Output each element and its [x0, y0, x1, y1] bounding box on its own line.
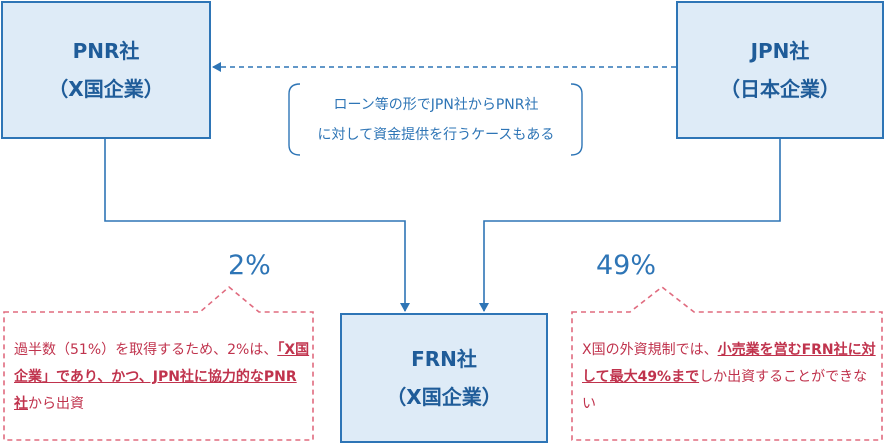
left-callout-text: 過半数（51%）を取得するため、2%は、「X国企業」であり、かつ、JPN社に協力… [14, 337, 310, 418]
jpn-company-box: JPN社 （日本企業） [676, 1, 884, 139]
loan-note-right-bracket [570, 83, 583, 156]
pnr-country: （X国企業） [48, 77, 164, 101]
pnr-to-frn-arrow [104, 139, 410, 312]
left-callout-plain-2: から出資 [28, 396, 84, 412]
left-callout-plain-1: 過半数（51%）を取得するため、2%は、 [14, 342, 278, 358]
pnr-company-box: PNR社 （X国企業） [1, 1, 211, 139]
jpn-to-frn-arrow [479, 139, 781, 312]
right-callout-border [571, 285, 883, 441]
frn-country: （X国企業） [386, 385, 502, 409]
loan-note-line2: に対して資金提供を行うケースもある [317, 127, 555, 143]
jpn-country: （日本企業） [720, 77, 840, 101]
frn-company-box: FRN社 （X国企業） [340, 313, 548, 443]
loan-note-line1: ローン等の形でJPN社からPNR社 [333, 97, 539, 113]
pnr-stake-label: 2% [228, 250, 271, 281]
jpn-stake-label: 49% [596, 250, 657, 281]
right-callout-plain-1: X国の外資規制では、 [582, 342, 718, 358]
jpn-name: JPN社 [750, 39, 810, 63]
loan-note-left-bracket [288, 83, 301, 156]
left-callout-border [3, 285, 314, 441]
right-callout-text: X国の外資規制では、小売業を営むFRN社に対して最大49%までしか出資することが… [582, 337, 878, 418]
right-callout-emphasis: 小売業を営むFRN社に対して最大49%まで [582, 342, 876, 385]
left-callout-emphasis: 「X国企業」であり、かつ、JPN社に協力的なPNR社 [14, 342, 310, 412]
pnr-name: PNR社 [72, 39, 140, 63]
right-callout-plain-2: しか出資することができない [582, 369, 868, 412]
frn-name: FRN社 [411, 347, 477, 371]
loan-note: ローン等の形でJPN社からPNR社 に対して資金提供を行うケースもある [290, 84, 582, 156]
